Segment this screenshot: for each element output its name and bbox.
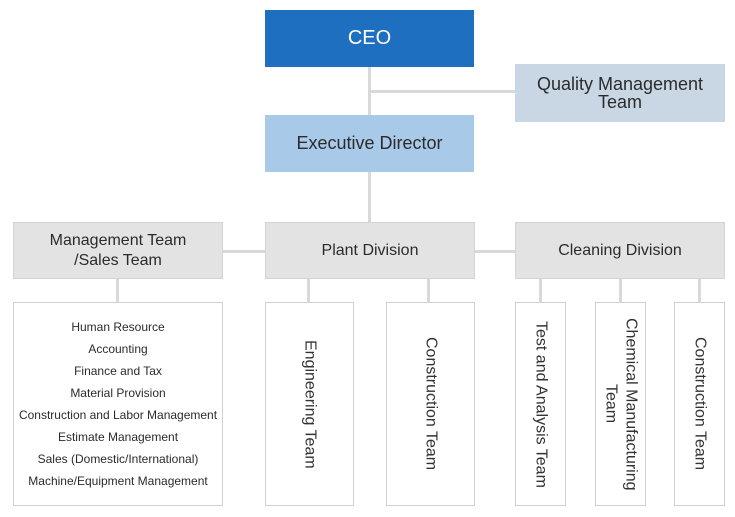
plant-to-construction-line <box>427 278 430 302</box>
cleaning-to-chemical-line <box>619 278 622 302</box>
duty-item: Construction and Labor Management <box>18 408 218 422</box>
plant-division-label: Plant Division <box>321 241 419 259</box>
management-duties-box: Human Resource Accounting Finance and Ta… <box>13 302 223 506</box>
chemical-label-line2: Team <box>602 384 620 424</box>
plant-construction-team-box: Construction Team <box>386 302 475 506</box>
executive-label: Executive Director <box>296 133 443 153</box>
duty-item: Machine/Equipment Management <box>28 474 208 488</box>
executive-director-box: Executive Director <box>265 115 474 172</box>
engineering-team-box: Engineering Team <box>265 302 354 506</box>
executive-to-divisions-line <box>368 171 371 223</box>
cleaning-to-construction-line <box>698 278 701 302</box>
cleaning-construction-team-label: Construction Team <box>691 337 709 471</box>
ceo-label: CEO <box>347 27 392 49</box>
quality-label-line2: Team <box>597 92 642 112</box>
quality-branch-line <box>368 90 516 93</box>
chemical-manufacturing-team-box: Chemical Manufacturing Team <box>595 302 646 506</box>
ceo-box: CEO <box>265 10 474 67</box>
engineering-team-label: Engineering Team <box>301 339 319 469</box>
management-sales-team-box: Management Team /Sales Team <box>13 222 223 279</box>
chemical-manufacturing-team-label: Chemical Manufacturing Team <box>601 318 641 491</box>
cleaning-to-test-line <box>539 278 542 302</box>
chemical-label-line1: Chemical Manufacturing <box>622 317 640 491</box>
duty-item: Human Resource <box>71 320 165 334</box>
quality-management-team-box: Quality Management Team <box>515 64 725 122</box>
management-to-duties-line <box>116 278 119 302</box>
test-analysis-team-box: Test and Analysis Team <box>515 302 566 506</box>
plant-construction-team-label: Construction Team <box>422 337 440 471</box>
management-label-line2: /Sales Team <box>74 251 162 269</box>
cleaning-construction-team-box: Construction Team <box>674 302 725 506</box>
cleaning-division-label: Cleaning Division <box>558 241 682 259</box>
plant-to-engineering-line <box>307 278 310 302</box>
quality-label-line1: Quality Management <box>536 74 704 94</box>
duty-item: Accounting <box>88 342 148 356</box>
duty-item: Finance and Tax <box>74 364 162 378</box>
management-label-line1: Management Team <box>49 231 187 249</box>
test-analysis-team-label: Test and Analysis Team <box>532 320 550 488</box>
duty-item: Material Provision <box>70 386 166 400</box>
duty-item: Estimate Management <box>57 430 179 444</box>
plant-division-box: Plant Division <box>265 222 475 279</box>
duty-item: Sales (Domestic/International) <box>37 452 199 466</box>
cleaning-division-box: Cleaning Division <box>515 222 725 279</box>
